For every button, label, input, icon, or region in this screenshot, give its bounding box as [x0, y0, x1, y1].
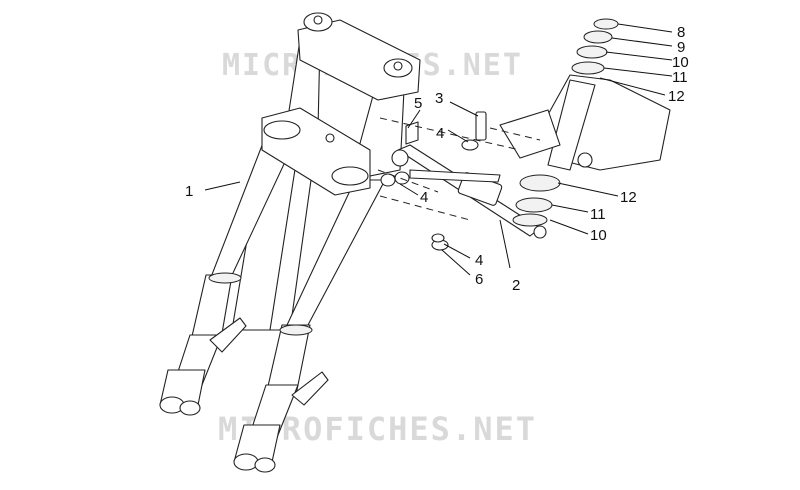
callout-12-upper: 12 — [668, 88, 685, 105]
callout-3: 3 — [435, 90, 443, 107]
callout-10-upper: 10 — [672, 54, 689, 71]
callout-10-lower: 10 — [590, 227, 607, 244]
small-hardware — [380, 111, 487, 251]
callout-4-lower: 4 — [475, 252, 483, 269]
callout-1: 1 — [185, 183, 193, 200]
frame-head-tube — [499, 74, 671, 171]
leader-lines — [204, 23, 673, 276]
callout-8: 8 — [677, 24, 685, 41]
callout-11-lower: 11 — [590, 206, 606, 223]
callout-5: 5 — [414, 95, 422, 112]
callout-4-middle: 4 — [420, 189, 428, 206]
callout-9: 9 — [677, 39, 685, 56]
fork-assembly — [159, 12, 421, 473]
steering-damper — [391, 144, 547, 239]
callout-2: 2 — [512, 277, 520, 294]
callout-12-lower: 12 — [620, 189, 637, 206]
assembly-guides — [377, 117, 541, 221]
callout-11-upper: 11 — [672, 69, 688, 86]
callout-4-upper: 4 — [436, 125, 444, 142]
callout-6: 6 — [475, 271, 483, 288]
